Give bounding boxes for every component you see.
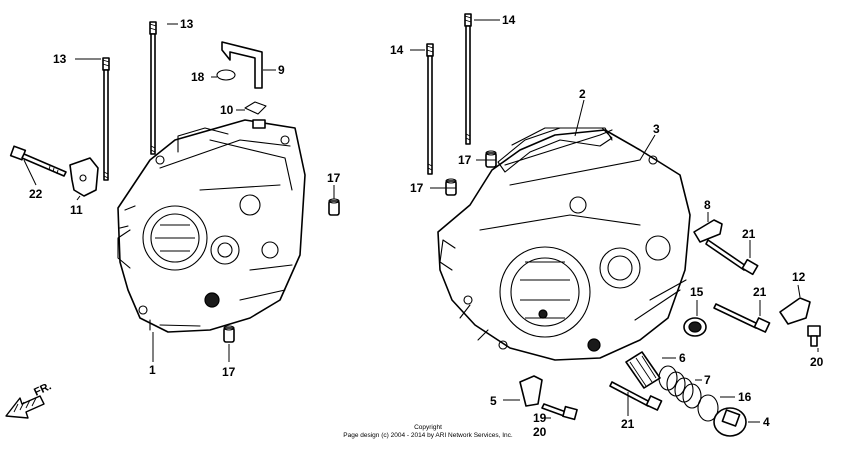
callout-13: 13 (53, 52, 67, 66)
tube-clip (216, 69, 236, 81)
dowel-pin (445, 178, 457, 196)
callout-5: 5 (490, 394, 497, 408)
callout-14: 14 (502, 13, 516, 27)
oil-strainer (625, 351, 661, 389)
callout-13: 13 (180, 17, 194, 31)
front-direction-arrow-icon (5, 395, 45, 419)
callout-21: 21 (753, 285, 767, 299)
drain-cap (713, 407, 747, 437)
callout-2: 2 (579, 87, 586, 101)
bolt (609, 381, 663, 411)
callout-17: 17 (327, 171, 341, 185)
dowel-pin (485, 150, 497, 168)
callout-20: 20 (810, 355, 824, 369)
callout-10: 10 (220, 103, 234, 117)
bolt (713, 303, 771, 333)
callout-20: 20 (533, 425, 547, 439)
left-crankcase-half (117, 119, 306, 333)
callout-4: 4 (763, 415, 770, 429)
copyright-line-2: Page design (c) 2004 - 2014 by ARI Netwo… (343, 432, 513, 439)
setting-plate (779, 297, 811, 325)
stud-bolt-left-a (102, 57, 110, 181)
bolt (9, 145, 67, 177)
breather-gasket (244, 101, 267, 115)
callout-11: 11 (70, 203, 83, 217)
callout-7: 7 (704, 373, 711, 387)
crankcase-gasket (497, 127, 613, 173)
callout-9: 9 (278, 63, 285, 77)
callout-14: 14 (390, 43, 404, 57)
stud-bolt-right-b (464, 13, 472, 145)
oil-seal (683, 317, 707, 337)
callout-17: 17 (458, 153, 472, 167)
leader-lines (23, 19, 819, 423)
o-ring (697, 394, 719, 422)
stud-bolt-left-b (149, 21, 157, 155)
breather-tube (221, 41, 263, 89)
callout-21: 21 (621, 417, 635, 431)
stud-bolt-right-a (426, 43, 434, 175)
callout-18: 18 (191, 70, 205, 84)
cam-chain-guide-plate (519, 375, 543, 407)
right-crankcase-half (437, 127, 691, 361)
callout-21: 21 (742, 227, 756, 241)
callout-17: 17 (222, 365, 236, 379)
callout-17: 17 (410, 181, 424, 195)
setting-plate (693, 219, 723, 243)
bolt (705, 239, 759, 276)
callout-6: 6 (679, 351, 686, 365)
callout-12: 12 (792, 270, 806, 284)
callout-15: 15 (690, 285, 704, 299)
callout-19: 19 (533, 411, 547, 425)
spring (658, 365, 702, 409)
bolt (807, 325, 821, 347)
dowel-pin (223, 325, 235, 343)
callout-1: 1 (149, 363, 156, 377)
front-direction-label: FR. (32, 380, 53, 398)
bracket (69, 157, 99, 197)
bolt (541, 403, 578, 421)
callout-16: 16 (738, 390, 752, 404)
callout-8: 8 (704, 198, 711, 212)
callout-22: 22 (29, 187, 43, 201)
callout-3: 3 (653, 122, 660, 136)
copyright-line-1: Copyright (414, 424, 442, 431)
dowel-pin (328, 198, 340, 216)
